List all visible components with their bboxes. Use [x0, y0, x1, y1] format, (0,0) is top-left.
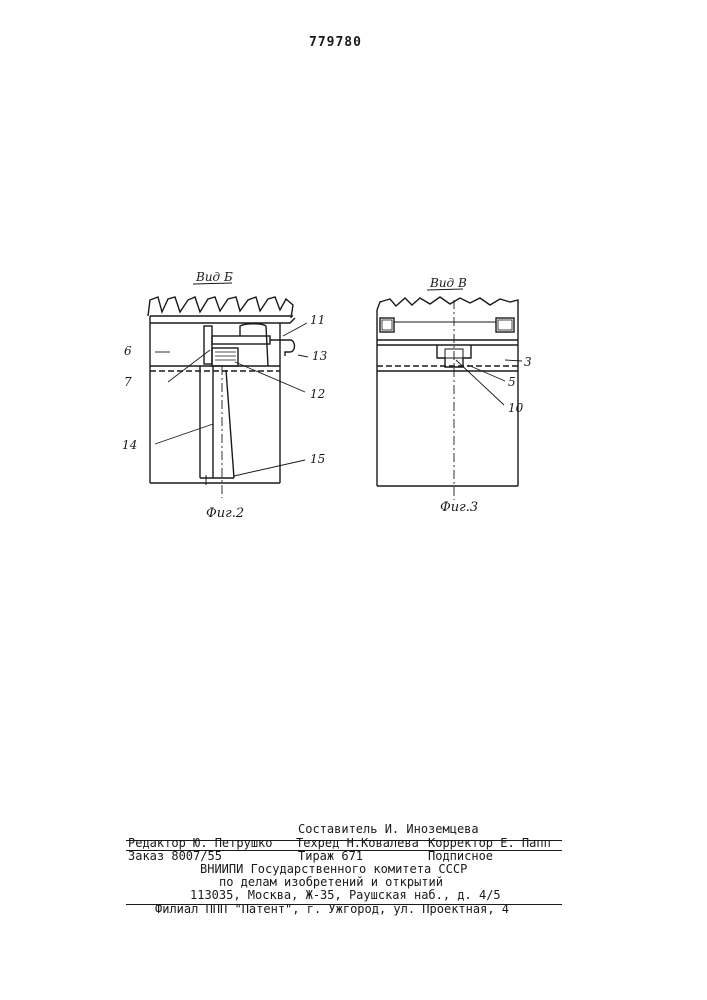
- imprint-techred: Техред Н.Ковалева: [296, 836, 419, 850]
- imprint-compiler: Составитель И. Иноземцева: [298, 822, 479, 836]
- imprint-subscription: Подписное: [428, 849, 493, 863]
- imprint-org-line1: ВНИИПИ Государственного комитета СССР: [200, 862, 467, 876]
- fig3-callout-5: 5: [508, 375, 516, 389]
- fig3-callout-3: 3: [524, 355, 532, 369]
- imprint-corrector: Корректор Е. Папп: [428, 836, 551, 850]
- figure-3-drawing: Вид В 3 5 10 Фиг.3: [0, 0, 707, 560]
- fig3-callout-10: 10: [508, 401, 524, 415]
- imprint-editor: Редактор Ю. Петрушко: [128, 836, 273, 850]
- imprint-org-line2: по делам изобретений и открытий: [219, 875, 443, 889]
- imprint-circulation: Тираж 671: [298, 849, 363, 863]
- imprint-branch: Филиал ППП "Патент", г. Ужгород, ул. Про…: [155, 902, 509, 916]
- fig3-broken-edge: [377, 297, 518, 318]
- imprint-order: Заказ 8007/55: [128, 849, 222, 863]
- imprint-address: 113035, Москва, Ж-35, Раушская наб., д. …: [190, 888, 501, 902]
- fig3-view-label: Вид В: [429, 276, 467, 290]
- fig3-caption: Фиг.3: [440, 500, 478, 515]
